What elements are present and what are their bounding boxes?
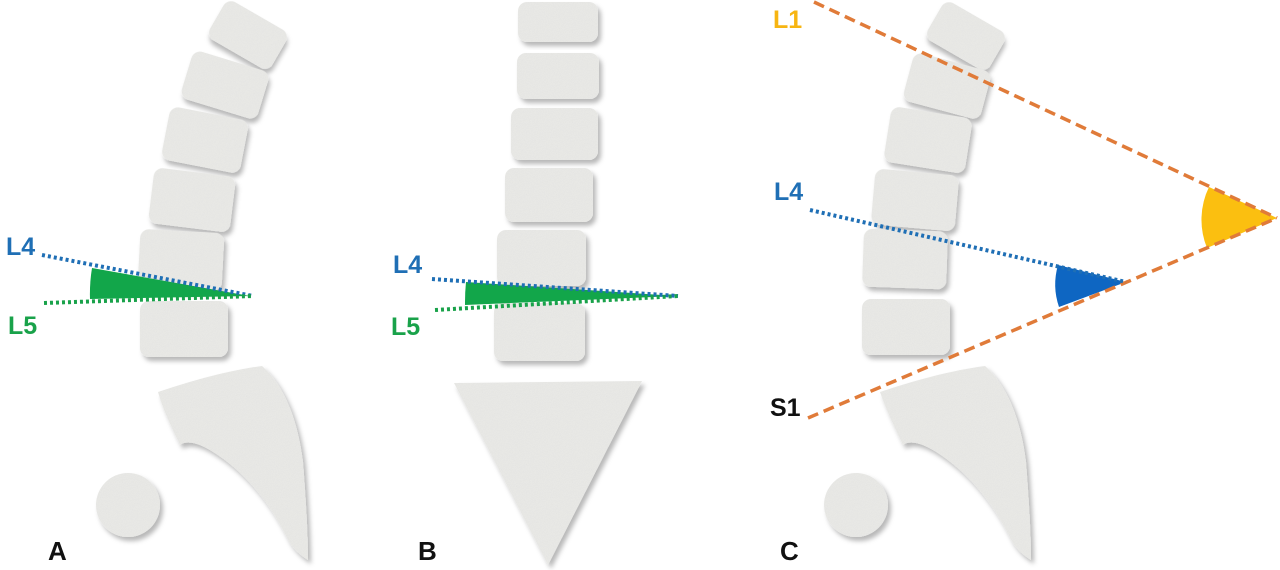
panel-b-l4-line xyxy=(431,277,679,298)
vertebra xyxy=(181,51,269,119)
panel-a-l4-label: L4 xyxy=(6,233,35,261)
vertebra xyxy=(862,228,948,290)
panel-c: L1 L4 S1 C xyxy=(770,0,1278,566)
panel-c-vertebrae xyxy=(862,2,1005,355)
panel-c-femoral-head xyxy=(824,473,888,537)
vertebra xyxy=(511,108,598,160)
panel-c-sacrum xyxy=(880,366,1031,560)
panel-c-s1-label: S1 xyxy=(770,394,801,422)
vertebra xyxy=(862,299,950,355)
vertebra xyxy=(517,53,599,99)
vertebra xyxy=(148,168,236,232)
vertebra xyxy=(140,301,228,357)
panel-b-l4-label: L4 xyxy=(393,251,422,279)
vertebra xyxy=(518,2,598,42)
panel-c-l4-line xyxy=(809,208,1127,284)
panel-a-vertebrae xyxy=(137,1,287,357)
panel-c-l1-line xyxy=(813,0,1278,220)
panel-b-label: B xyxy=(418,536,437,566)
panel-a-femoral-head xyxy=(96,473,160,537)
vertebra xyxy=(871,169,959,231)
vertebra xyxy=(137,229,225,291)
panel-a: L4 L5 A xyxy=(6,1,308,566)
panel-a-angle-wedge xyxy=(89,268,250,299)
vertebra xyxy=(494,303,585,361)
panel-b: L4 L5 B xyxy=(391,2,679,566)
panel-b-l5-label: L5 xyxy=(391,313,420,341)
vertebra xyxy=(162,107,248,173)
panel-b-l5-line xyxy=(434,294,679,312)
panel-b-angle-wedge xyxy=(464,282,677,305)
panel-c-label: C xyxy=(780,536,799,566)
panel-c-l4-s1-angle-wedge xyxy=(1055,265,1126,307)
panel-a-l5-label: L5 xyxy=(8,312,37,340)
vertebra xyxy=(884,107,972,173)
vertebra xyxy=(505,168,593,222)
vertebra xyxy=(209,1,287,69)
panel-c-l4-label: L4 xyxy=(774,178,803,206)
panel-a-label: A xyxy=(48,536,67,566)
panel-a-l5-line xyxy=(43,294,254,305)
panel-b-sacrum xyxy=(454,381,642,565)
panel-a-sacrum xyxy=(158,366,308,560)
panel-c-l1-s1-angle-wedge xyxy=(1201,187,1277,248)
panel-b-vertebrae xyxy=(494,2,599,361)
vertebra xyxy=(927,2,1005,70)
vertebra xyxy=(903,53,991,119)
panel-c-l1-label: L1 xyxy=(773,6,802,34)
vertebra xyxy=(497,230,586,286)
